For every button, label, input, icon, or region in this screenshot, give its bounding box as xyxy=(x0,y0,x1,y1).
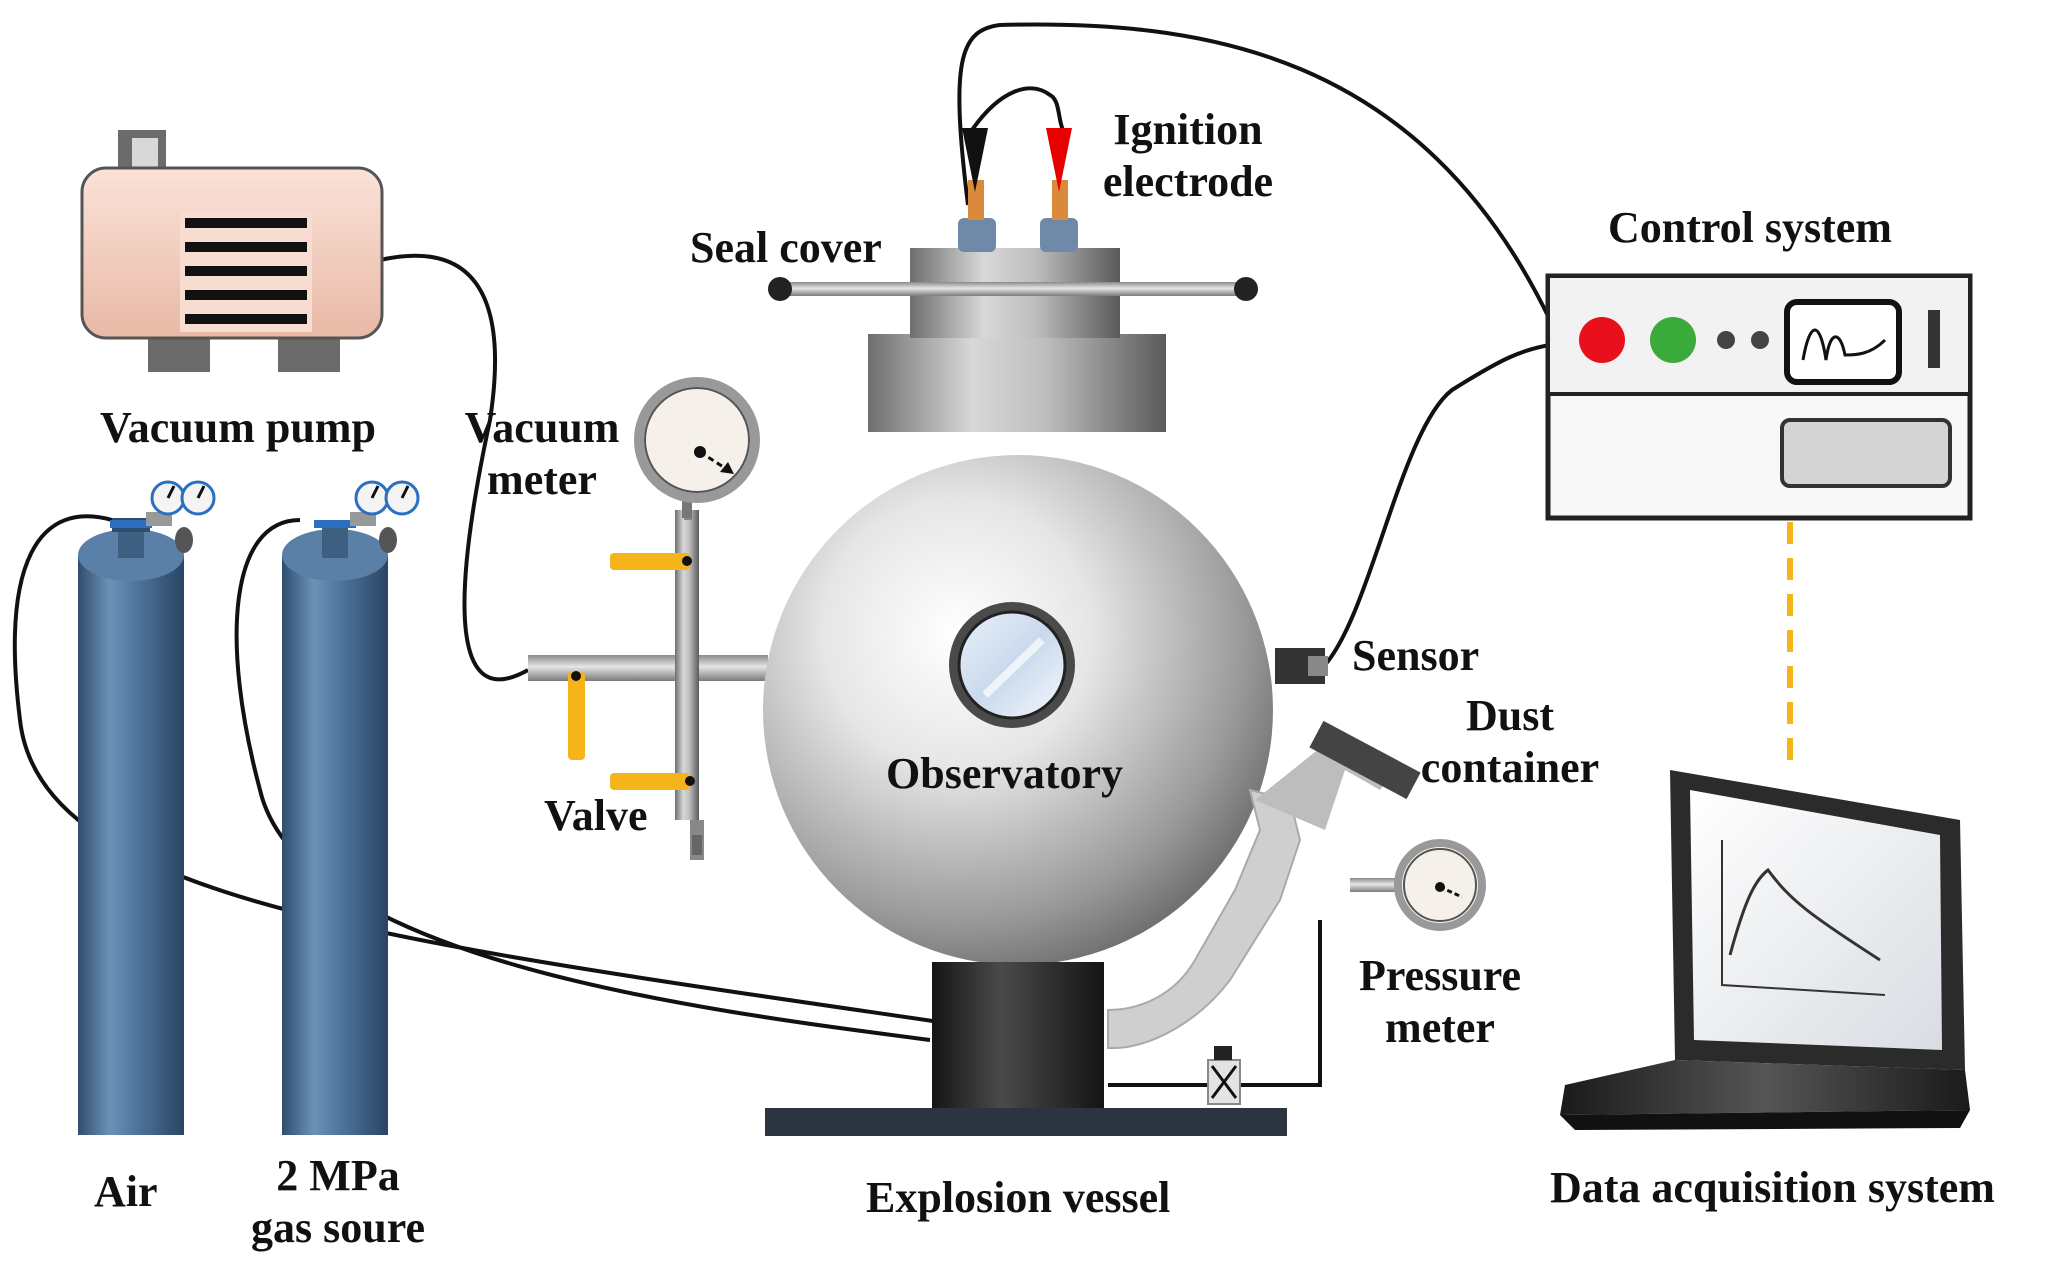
vacuum-meter-gauge xyxy=(634,377,760,518)
cable-air-cylinder xyxy=(12,514,961,1027)
label-pressure-line1: Pressure xyxy=(1358,951,1522,1000)
label-ignition-electrode: Ignition electrode xyxy=(1088,104,1288,208)
label-seal-cover: Seal cover xyxy=(690,223,882,272)
label-dust-line2: container xyxy=(1420,743,1600,792)
label-gas-line2: gas soure xyxy=(251,1203,425,1252)
label-observatory: Observatory xyxy=(886,749,1124,798)
label-control-system: Control system xyxy=(1608,203,1892,252)
label-vacuum-meter-line2: meter xyxy=(487,455,597,504)
green-indicator xyxy=(1650,317,1696,363)
label-valve: Valve xyxy=(544,791,648,840)
label-gas-line1: 2 MPa xyxy=(276,1151,400,1200)
label-pressure-line2: meter xyxy=(1385,1003,1495,1052)
label-dust-container: Dust container xyxy=(1400,690,1620,794)
label-sensor: Sensor xyxy=(1352,631,1480,680)
air-cylinder xyxy=(78,480,216,1135)
gas-cylinder xyxy=(282,480,420,1135)
label-vacuum-meter-line1: Vacuum xyxy=(464,403,620,452)
cable-electrode-loop xyxy=(957,22,1552,321)
cable-pump-to-cross xyxy=(379,253,529,682)
label-explosion-vessel: Explosion vessel xyxy=(866,1173,1171,1222)
cable-electrode-arc xyxy=(970,86,1065,132)
label-air: Air xyxy=(94,1167,158,1216)
pressure-meter-gauge xyxy=(1350,839,1486,931)
label-gas-source: 2 MPa gas soure xyxy=(228,1150,448,1254)
valve-handles xyxy=(568,553,695,790)
label-dust-line1: Dust xyxy=(1465,691,1555,740)
red-indicator xyxy=(1579,317,1625,363)
label-ignition-line1: Ignition xyxy=(1113,105,1263,154)
dust-container xyxy=(1107,720,1421,1105)
cable-sensor xyxy=(1320,343,1551,670)
label-data-acquisition-system: Data acquisition system xyxy=(1550,1163,1995,1212)
cable-dust-valve xyxy=(1108,920,1322,1087)
data-acquisition-laptop xyxy=(1560,770,1970,1130)
label-ignition-line2: electrode xyxy=(1102,157,1274,206)
label-vacuum-pump: Vacuum pump xyxy=(100,403,376,452)
vacuum-pump xyxy=(80,130,384,372)
control-system xyxy=(1545,273,1973,521)
label-pressure-meter: Pressure meter xyxy=(1340,950,1540,1054)
label-vacuum-meter: Vacuum meter xyxy=(452,402,632,506)
explosion-vessel xyxy=(763,128,1328,1136)
